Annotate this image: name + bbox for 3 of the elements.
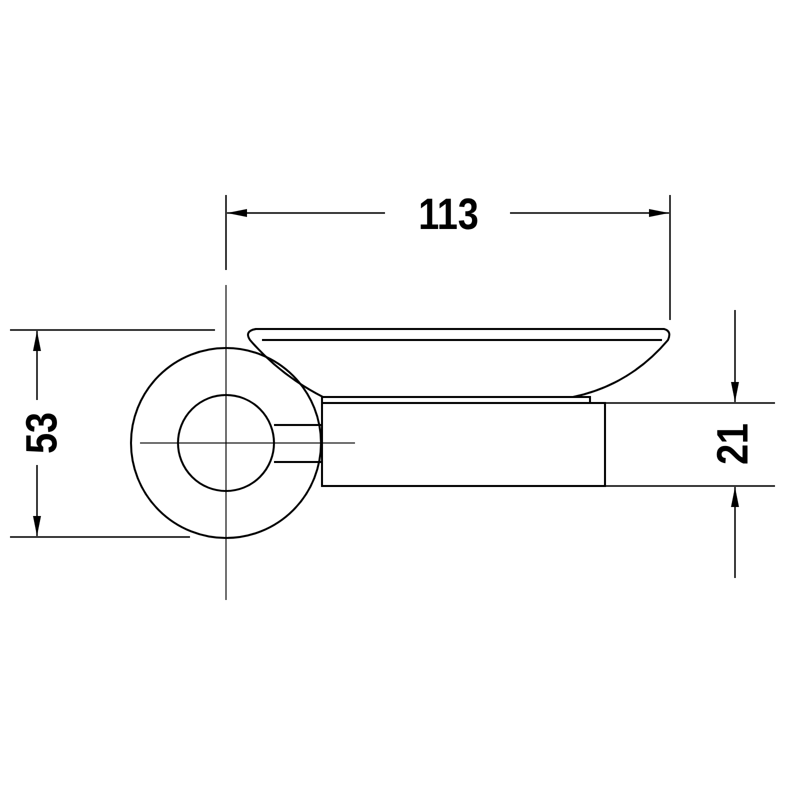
dimension-label: 113	[418, 193, 478, 237]
dimension-label: 21	[710, 423, 755, 465]
dimension-label: 53	[20, 412, 64, 454]
